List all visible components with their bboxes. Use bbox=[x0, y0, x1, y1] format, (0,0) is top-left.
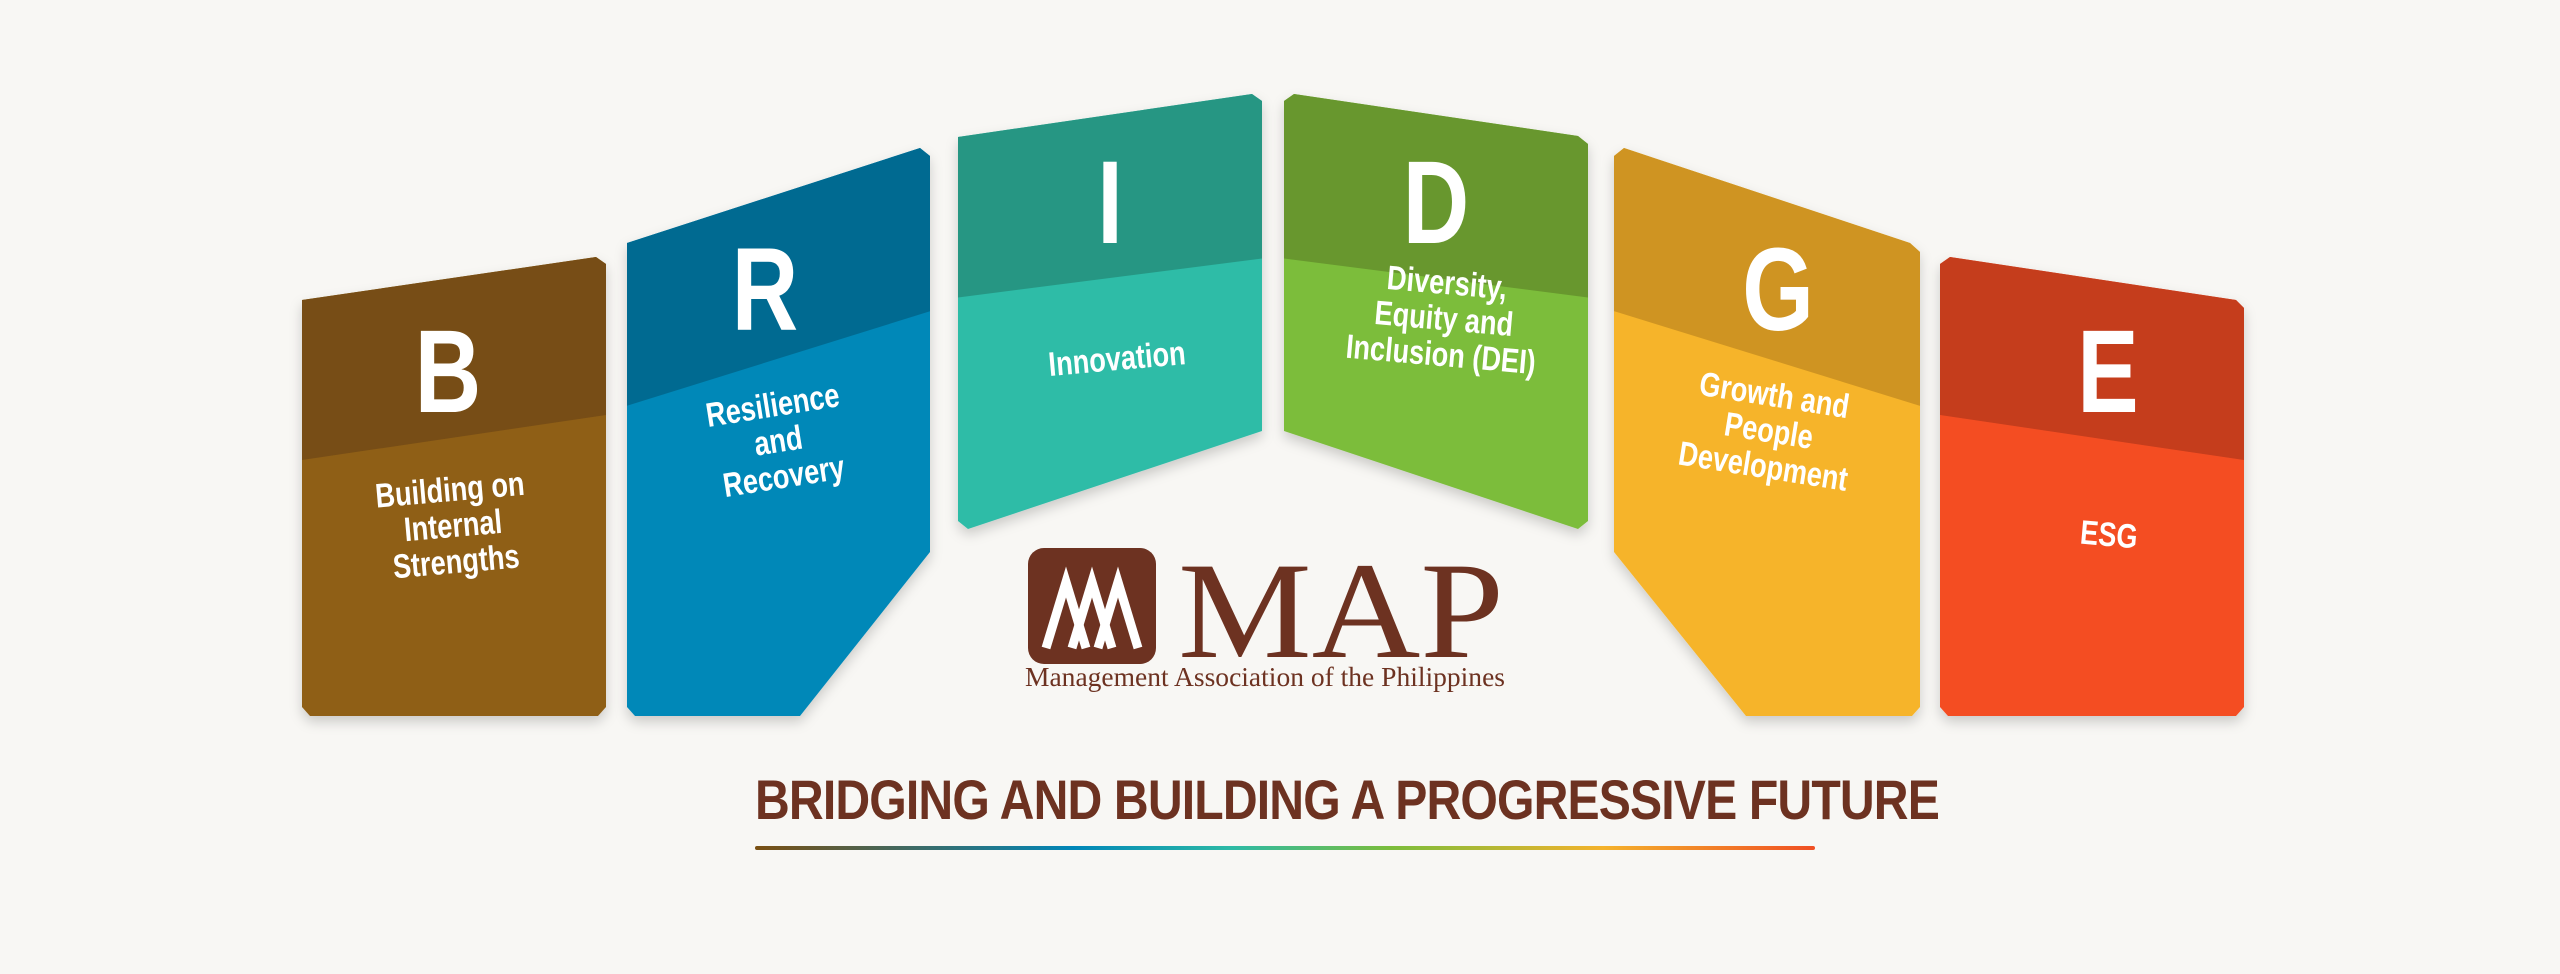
panel-header bbox=[1284, 94, 1588, 300]
map-logo: MAP Management Association of the Philip… bbox=[1025, 534, 1505, 692]
panel-label-line: and bbox=[751, 418, 805, 464]
panel-label: Diversity,Equity andInclusion (DEI) bbox=[1344, 255, 1543, 382]
bridge-panel-e: E ESG bbox=[1940, 257, 2244, 716]
panel-letter: B bbox=[415, 306, 481, 438]
panel-letter: I bbox=[1097, 137, 1123, 269]
tagline-underline bbox=[755, 846, 1815, 850]
panel-letter: E bbox=[2077, 306, 2138, 438]
panel-header bbox=[1614, 148, 1920, 412]
panel-label-line: Internal bbox=[402, 502, 503, 549]
panel-letter: R bbox=[732, 224, 798, 356]
map-full-name: Management Association of the Philippine… bbox=[1025, 662, 1505, 692]
panel-header bbox=[627, 148, 930, 412]
panel-header bbox=[958, 94, 1262, 300]
panel-header bbox=[1940, 257, 2244, 463]
mountain-icon bbox=[1041, 566, 1143, 650]
panel-header bbox=[302, 257, 606, 463]
panel-letter: D bbox=[1403, 137, 1469, 269]
panel-label-line: ESG bbox=[2079, 513, 2140, 557]
panel-label: ESG bbox=[2079, 513, 2140, 557]
tagline: BRIDGING AND BUILDING A PROGRESSIVE FUTU… bbox=[755, 768, 1940, 831]
panel-letter: G bbox=[1742, 224, 1814, 356]
map-wordmark: MAP bbox=[1178, 534, 1504, 687]
map-logo-mark bbox=[1028, 548, 1156, 664]
